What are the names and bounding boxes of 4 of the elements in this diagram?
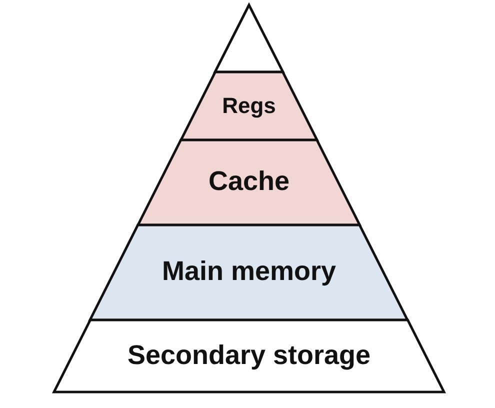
level-label: Regs	[222, 92, 276, 119]
level-label: Cache	[208, 166, 290, 198]
level-label: Secondary storage	[127, 340, 371, 371]
level-label: Main memory	[162, 256, 336, 288]
